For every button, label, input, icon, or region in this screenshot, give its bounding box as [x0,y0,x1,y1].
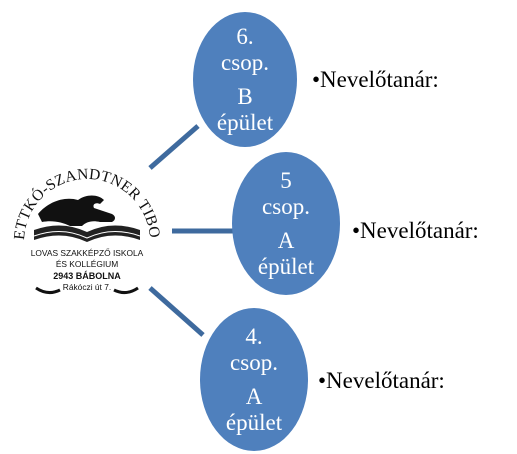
group-6-teacher-label: •Nevelőtanár: [312,67,439,92]
group-6-node: 6. csop. B épület [193,12,297,147]
group-4-number: 4. [245,323,263,349]
group-6-number: 6. [236,23,254,49]
group-5-csop: csop. [262,193,310,219]
connector-line-bottom [148,286,205,337]
group-5-node: 5 csop. A épület [232,152,340,295]
group-4-epulet: épület [225,409,283,435]
group-4-csop: csop. [230,349,278,375]
school-logo: PETTKÓ-SZANDTNER TIBOR LOVAS SZAKKÉPZŐ I… [8,150,163,295]
group-4-node: 4. csop. A épület [200,308,308,451]
logo-line-4: Rákóczi út 7. [63,282,111,292]
group-6-epulet: épület [216,109,274,135]
group-5-number: 5 [280,167,292,193]
logo-line-2: ÉS KOLLÉGIUM [56,259,118,269]
group-4-teacher-label: •Nevelőtanár: [318,368,445,393]
book-icon [34,225,140,242]
group-5-building: A [277,227,295,253]
logo-line-3: 2943 BÁBOLNA [53,271,121,281]
logo-bottom-swoosh [35,286,139,295]
logo-arc-text: PETTKÓ-SZANDTNER TIBOR [8,150,163,241]
group-6-building: B [237,83,253,109]
group-4-building: A [245,383,263,409]
connector-line-top [148,124,200,170]
logo-line-1: LOVAS SZAKKÉPZŐ ISKOLA [31,248,144,258]
group-5-epulet: épület [257,253,315,279]
group-5-teacher-label: •Nevelőtanár: [352,218,479,243]
horse-head-icon [38,195,115,226]
group-6-csop: csop. [221,49,269,75]
